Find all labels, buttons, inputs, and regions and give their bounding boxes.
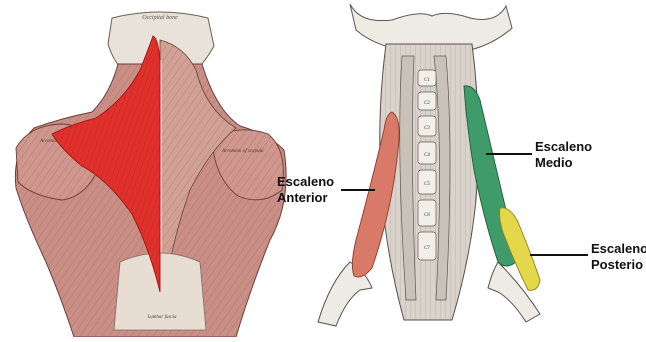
leader-line-posterio — [530, 254, 588, 256]
occipital-bone-label: Occipital bone — [142, 15, 178, 21]
label-posterio-line1: Escaleno — [591, 241, 646, 257]
label-escaleno-medio: Escaleno Medio — [535, 139, 592, 171]
label-anterior-line2: Anterior — [277, 190, 334, 206]
label-anterior-line1: Escaleno — [277, 174, 334, 190]
label-medio-line1: Escaleno — [535, 139, 592, 155]
back-figure: Occipital bone Acromion Acromion of scap… — [15, 12, 286, 337]
vertebra-c6: C6 — [424, 213, 430, 218]
label-posterio-line2: Posterio — [591, 257, 646, 273]
vertebra-c3: C3 — [424, 126, 430, 131]
label-escaleno-posterio: Escaleno Posterio — [591, 241, 646, 273]
vertebra-c1: C1 — [424, 78, 430, 83]
leader-line-medio — [486, 153, 532, 155]
vertebra-c7: C7 — [424, 246, 430, 251]
label-escaleno-anterior: Escaleno Anterior — [277, 174, 334, 206]
skull-base — [350, 4, 512, 50]
vertebra-c2: C2 — [424, 101, 430, 106]
right-acromion-label: Acromion of scapula — [221, 149, 264, 154]
leader-line-anterior — [341, 189, 375, 191]
vertebra-c4: C4 — [424, 153, 430, 158]
lumbar-fascia-label: Lumbar fascia — [146, 315, 177, 320]
neck-figure: C1 C2 C3 C4 C5 C6 C7 — [318, 4, 540, 326]
vertebra-c5: C5 — [424, 182, 430, 187]
label-medio-line2: Medio — [535, 155, 592, 171]
